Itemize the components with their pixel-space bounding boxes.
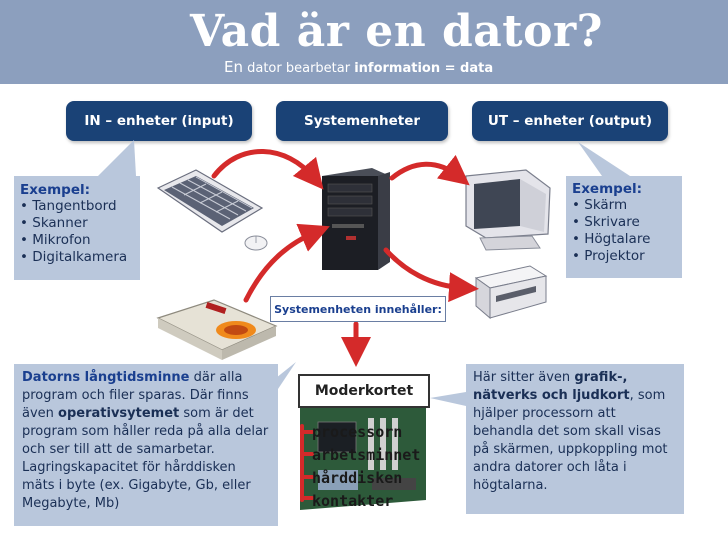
input-example-item: • Digitalkamera	[20, 249, 128, 265]
output-callout-pointer	[578, 142, 630, 176]
output-example-item: • Projektor	[572, 248, 645, 264]
component-processor: processorn	[312, 423, 403, 441]
monitor-icon	[465, 169, 551, 251]
storage-lead: Datorns långtidsminne	[22, 370, 190, 385]
subtitle-lead: En	[224, 58, 243, 76]
component-pointers	[300, 424, 314, 502]
system-contains-label: Systemenheten innehåller:	[270, 296, 446, 322]
printer-icon	[474, 265, 548, 320]
input-example-item: • Mikrofon	[20, 232, 91, 248]
page-subtitle: En dator bearbetar information = data	[224, 58, 493, 76]
input-examples-box: Exempel: • Tangentbord • Skanner • Mikro…	[14, 176, 140, 280]
cards-description-box: Här sitter även grafik-, nätverks och lj…	[466, 364, 684, 514]
storage-text-1: där alla program och filer sparas. Där f…	[22, 370, 249, 421]
output-example-item: • Skrivare	[572, 214, 640, 230]
arrow-keyboard-to-tower	[211, 149, 324, 190]
motherboard-label: Moderkortet	[298, 374, 430, 408]
cards-text-1: Här sitter även	[473, 370, 575, 385]
scanner-icon	[156, 299, 278, 360]
arrow-tower-to-printer	[383, 247, 479, 303]
page-title: Vad är en dator?	[190, 6, 603, 57]
keyboard-icon	[156, 169, 264, 233]
input-example-item: • Tangentbord	[20, 198, 117, 214]
input-callout-pointer	[98, 140, 136, 176]
tower-computer-icon	[322, 168, 390, 270]
storage-text-2: som är det program som håller reda på al…	[22, 406, 269, 511]
input-examples-title: Exempel:	[20, 182, 90, 198]
storage-os: operativsytemet	[58, 406, 180, 421]
motherboard-icon	[300, 394, 426, 510]
input-example-item: • Skanner	[20, 215, 88, 231]
header-banner	[0, 0, 728, 84]
category-system: Systemenheter	[276, 101, 448, 141]
output-example-item: • Högtalare	[572, 231, 651, 247]
component-harddisk: hårddisken	[312, 469, 403, 487]
flow-arrows	[211, 149, 479, 367]
component-memory: arbetsminnet	[312, 446, 421, 464]
subtitle-mid: dator bearbetar	[242, 61, 355, 76]
arrow-scanner-to-tower	[243, 223, 330, 303]
storage-callout-pointer	[276, 362, 296, 392]
cards-bold: grafik-, nätverks och ljudkort	[473, 370, 630, 403]
output-examples-title: Exempel:	[572, 181, 642, 197]
cards-text-2: , som hjälper processorn att behandla de…	[473, 388, 668, 493]
output-example-item: • Skärm	[572, 197, 628, 213]
component-connectors: kontakter	[312, 492, 394, 510]
cards-callout-pointer	[430, 392, 466, 406]
output-examples-box: Exempel: • Skärm • Skrivare • Högtalare …	[566, 176, 682, 278]
storage-description-box: Datorns långtidsminne där alla program o…	[14, 364, 278, 526]
mouse-icon	[244, 235, 268, 251]
category-input: IN – enheter (input)	[66, 101, 252, 141]
arrow-tower-to-monitor	[389, 154, 470, 186]
subtitle-bold: information = data	[354, 61, 494, 76]
category-output: UT – enheter (output)	[472, 101, 668, 141]
